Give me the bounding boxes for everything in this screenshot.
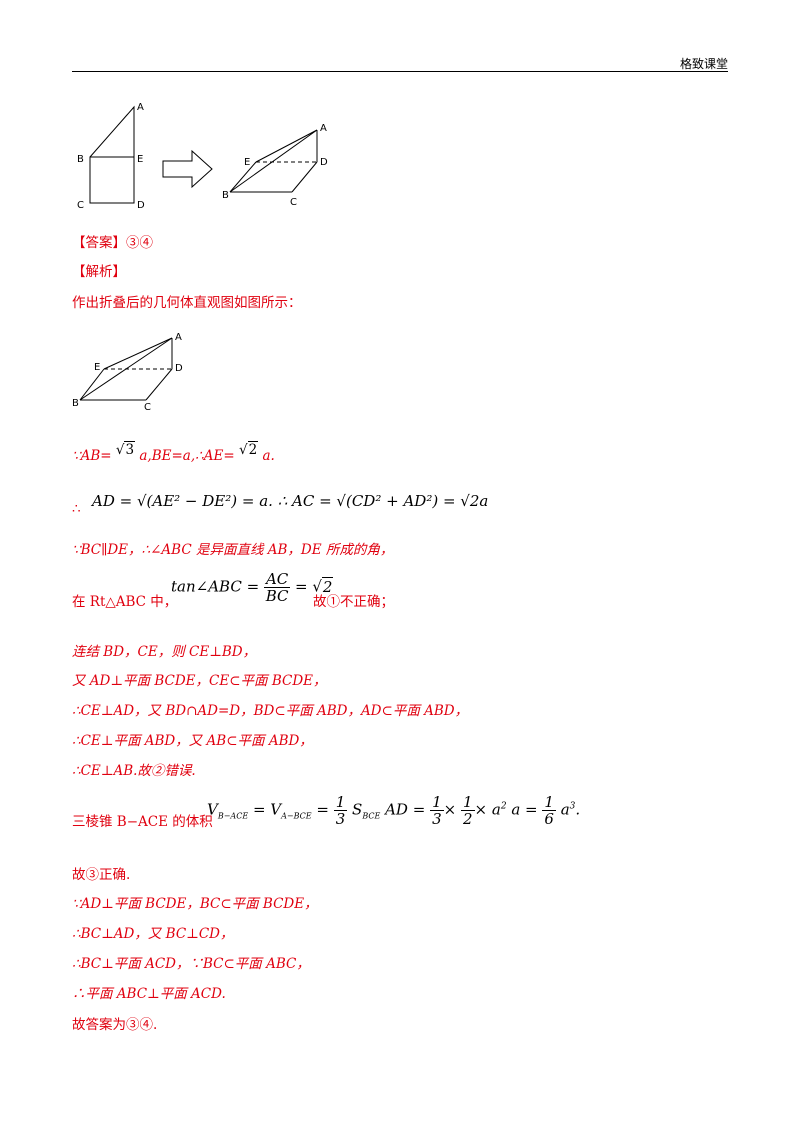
label-D3: D bbox=[175, 363, 183, 374]
sqrt2-a: √2 bbox=[238, 441, 259, 458]
label-A1: A bbox=[137, 102, 144, 113]
folding-figure: A B E C D A E D B C bbox=[77, 102, 328, 211]
label-B2: B bbox=[222, 190, 229, 201]
line-5: 连结 BD，CE，则 CE⊥BD， bbox=[72, 644, 257, 660]
line-16: 故答案为③④. bbox=[72, 1017, 158, 1033]
line-1: ∵AB= √3 a,BE=a,∴AE= √2 a. bbox=[72, 441, 275, 466]
sqrt3: √3 bbox=[115, 441, 136, 458]
line-4-suffix: 故①不正确； bbox=[313, 594, 394, 610]
arrow-icon bbox=[162, 149, 213, 189]
line-9: ∴CE⊥AB.故②错误. bbox=[72, 763, 196, 779]
label-D2: D bbox=[320, 157, 328, 168]
solid-figure: A E D B C bbox=[72, 332, 183, 412]
answer-line: 【答案】③④ bbox=[72, 233, 153, 253]
line1-prefix: ∵AB= bbox=[72, 448, 112, 464]
analysis-label: 【解析】 bbox=[72, 264, 126, 280]
line-8: ∴CE⊥平面 ABD，又 AB⊂平面 ABD， bbox=[72, 733, 313, 749]
label-A2: A bbox=[320, 123, 327, 134]
line-2-prefix: ∴ bbox=[72, 501, 81, 517]
label-C3: C bbox=[144, 402, 151, 412]
answer-label: 【答案】 bbox=[72, 235, 126, 251]
label-D1: D bbox=[137, 200, 145, 211]
line-15: ∴平面 ABC⊥平面 ACD. bbox=[72, 986, 226, 1002]
line-7: ∴CE⊥AD，又 BD∩AD=D，BD⊂平面 ABD，AD⊂平面 ABD， bbox=[72, 703, 469, 719]
line-11: 故③正确. bbox=[72, 867, 131, 883]
line1-end: a. bbox=[262, 448, 275, 464]
label-B3: B bbox=[72, 398, 79, 409]
page-header: 格致课堂 bbox=[72, 55, 728, 72]
intro-text: 作出折叠后的几何体直观图如图所示： bbox=[72, 295, 302, 311]
label-B1: B bbox=[77, 154, 84, 165]
label-E1: E bbox=[137, 154, 143, 165]
line1-mid: a,BE=a,∴AE= bbox=[139, 448, 235, 464]
answer-value: ③④ bbox=[126, 235, 153, 251]
label-E3: E bbox=[94, 362, 100, 373]
line-3: ∵BC∥DE，∴∠ABC 是异面直线 AB，DE 所成的角， bbox=[72, 542, 394, 558]
label-E2: E bbox=[244, 157, 250, 168]
label-C2: C bbox=[290, 197, 297, 208]
line-13: ∴BC⊥AD，又 BC⊥CD， bbox=[72, 926, 234, 942]
label-A3: A bbox=[175, 332, 182, 343]
header-brand: 格致课堂 bbox=[679, 57, 728, 71]
line-6: 又 AD⊥平面 BCDE，CE⊂平面 BCDE， bbox=[72, 673, 327, 689]
line-10-prefix: 三棱锥 B−ACE 的体积 bbox=[72, 814, 213, 830]
line-12: ∵AD⊥平面 BCDE，BC⊂平面 BCDE， bbox=[72, 896, 318, 912]
line-4-prefix: 在 Rt△ABC 中， bbox=[72, 594, 178, 610]
label-C1: C bbox=[77, 200, 84, 211]
line-14: ∴BC⊥平面 ACD，∵BC⊂平面 ABC， bbox=[72, 956, 310, 972]
line-2-math: AD = √(AE² − DE²) = a. ∴ AC = √(CD² + AD… bbox=[92, 492, 489, 510]
